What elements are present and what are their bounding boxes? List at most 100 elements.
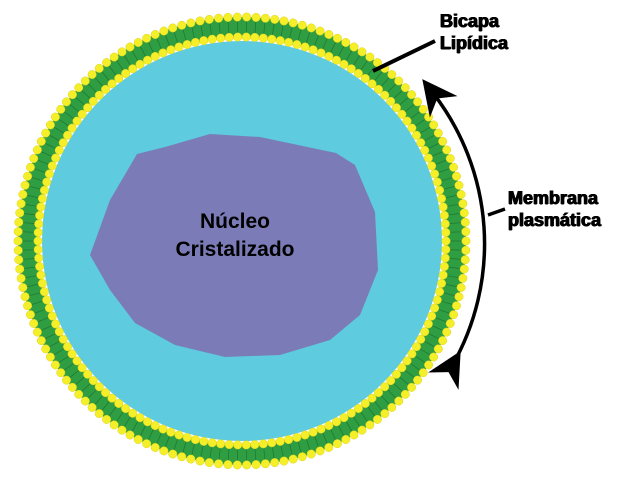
lipid-head-inner — [101, 84, 110, 94]
lipid-head-inner — [143, 55, 152, 65]
lipid-head-inner — [407, 123, 417, 133]
lipid-head-outer — [223, 12, 233, 22]
membrane-pointer-line — [487, 207, 506, 217]
lipid-head-inner — [416, 334, 426, 344]
lipid-head-outer — [349, 42, 359, 52]
lipid-head-outer — [365, 52, 375, 62]
lipid-head-inner — [267, 34, 277, 44]
lipid-head-inner — [107, 393, 117, 403]
lipid-head-outer — [32, 327, 42, 337]
lipid-head-outer — [186, 454, 196, 464]
lipid-head-outer — [251, 460, 261, 470]
lipid-head-inner — [300, 430, 310, 440]
lipid-head-inner — [437, 194, 446, 204]
lipid-head-outer — [461, 227, 471, 237]
lipid-head-outer — [186, 18, 196, 28]
lipid-head-outer — [50, 360, 60, 370]
lipid-head-outer — [400, 389, 410, 399]
lipid-head-outer — [460, 217, 470, 227]
lipid-head-inner — [435, 287, 445, 297]
lipid-head-outer — [279, 456, 289, 466]
lipid-head-inner — [150, 51, 160, 61]
lipid-head-inner — [430, 303, 440, 313]
lipid-head-inner — [386, 376, 396, 386]
lipid-head-outer — [456, 283, 466, 293]
lipid-head-outer — [332, 33, 342, 43]
lipid-head-outer — [94, 409, 104, 419]
lipid-head-outer — [102, 58, 112, 68]
lipid-head-inner — [437, 278, 446, 288]
lipid-head-outer — [109, 420, 119, 430]
lipid-head-outer — [429, 120, 439, 130]
lipid-head-outer — [204, 14, 214, 24]
lipid-head-inner — [83, 369, 93, 379]
lipid-head-outer — [67, 382, 77, 392]
lipid-head-inner — [101, 388, 110, 398]
lipid-head-outer — [133, 435, 143, 444]
membrane-label: Membrana plasmática — [508, 187, 601, 231]
lipid-head-inner — [216, 33, 226, 43]
lipid-head-inner — [438, 270, 448, 280]
lipid-head-outer — [341, 435, 351, 444]
lipid-head-outer — [56, 368, 66, 378]
lipid-head-outer — [62, 97, 71, 107]
lipid-head-inner — [77, 109, 87, 119]
bilayer-label-line2: Lipídica — [440, 33, 509, 53]
lipid-head-inner — [224, 32, 234, 42]
lipid-head-inner — [158, 48, 168, 58]
lipid-head-outer — [142, 33, 152, 43]
lipid-head-outer — [461, 236, 471, 246]
lipid-head-outer — [232, 12, 242, 22]
lipid-head-outer — [459, 264, 469, 274]
lipid-head-inner — [275, 436, 285, 446]
lipid-head-inner — [367, 79, 377, 89]
lipid-head-outer — [424, 360, 434, 370]
lipid-head-inner — [397, 363, 407, 373]
lipid-head-inner — [353, 404, 363, 413]
lipid-head-inner — [332, 55, 341, 65]
lipid-head-inner — [420, 145, 430, 155]
lipid-head-outer — [442, 327, 452, 337]
lipid-head-outer — [133, 38, 143, 47]
lipid-head-outer — [232, 460, 242, 470]
lipid-head-outer — [357, 47, 367, 57]
lipid-head-outer — [168, 23, 178, 33]
lipid-head-outer — [460, 255, 470, 265]
lipid-head-inner — [39, 287, 49, 297]
lipid-head-inner — [432, 295, 442, 305]
lipid-head-outer — [445, 154, 455, 163]
lipid-head-inner — [360, 399, 370, 408]
lipid-head-inner — [374, 388, 383, 398]
lipid-head-outer — [279, 16, 289, 26]
lipid-head-inner — [374, 84, 383, 94]
lipid-head-outer — [29, 154, 39, 163]
lipid-head-inner — [107, 79, 117, 89]
lipid-head-inner — [402, 116, 412, 126]
lipid-head-outer — [438, 336, 448, 346]
lipid-head-inner — [300, 42, 310, 52]
lipid-head-outer — [242, 12, 252, 22]
lipid-head-outer — [429, 352, 439, 362]
lipid-head-inner — [199, 36, 209, 46]
lipid-head-outer — [260, 13, 270, 23]
lipid-head-outer — [20, 180, 30, 190]
lipid-head-inner — [44, 303, 54, 313]
lipid-head-inner — [439, 262, 449, 272]
lipid-head-inner — [258, 33, 268, 43]
lipid-head-inner — [324, 421, 334, 431]
lipid-head-inner — [166, 427, 176, 437]
lipid-head-inner — [128, 408, 138, 418]
lipid-head-inner — [135, 413, 145, 423]
lipid-head-inner — [42, 177, 52, 187]
lipid-head-outer — [270, 458, 280, 468]
bilayer-pointer-line — [372, 39, 436, 73]
lipid-head-inner — [440, 219, 450, 229]
lipid-head-inner — [39, 185, 49, 195]
lipid-head-outer — [251, 12, 261, 22]
lipid-head-outer — [15, 208, 25, 218]
lipid-head-outer — [94, 63, 104, 73]
lipid-head-inner — [441, 228, 451, 237]
lipid-head-inner — [427, 311, 437, 321]
lipid-head-outer — [177, 20, 187, 30]
lipid-head-outer — [306, 449, 316, 459]
